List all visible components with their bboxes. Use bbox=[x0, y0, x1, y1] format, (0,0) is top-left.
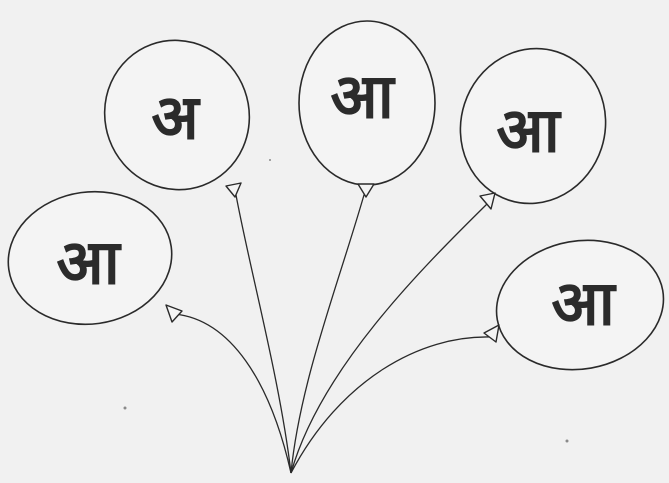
balloon-body bbox=[103, 39, 251, 191]
balloon-string bbox=[290, 202, 489, 474]
paper-speck bbox=[269, 159, 271, 161]
balloon: आ bbox=[298, 20, 436, 198]
balloon-string bbox=[174, 313, 292, 474]
balloon: आ bbox=[459, 47, 607, 210]
balloon: आ bbox=[483, 239, 665, 371]
balloon-knot bbox=[479, 192, 496, 210]
balloon-string bbox=[235, 194, 292, 474]
paper-speck bbox=[565, 439, 569, 443]
balloon-body bbox=[495, 239, 665, 371]
paper-speck bbox=[123, 406, 127, 410]
balloon-letter: आ bbox=[551, 267, 617, 340]
balloon-body bbox=[7, 190, 173, 326]
balloon-string bbox=[290, 336, 492, 474]
balloon-knot bbox=[483, 324, 500, 343]
balloon-letter: आ bbox=[56, 226, 122, 299]
balloon: आ bbox=[7, 190, 183, 326]
balloon-letter: आ bbox=[330, 60, 396, 133]
balloon-knot bbox=[165, 304, 183, 323]
balloon-body bbox=[459, 47, 607, 205]
balloon-knot bbox=[357, 183, 375, 198]
balloon-letter: आ bbox=[496, 94, 562, 167]
balloon: अ bbox=[103, 39, 251, 198]
balloon-string bbox=[290, 187, 367, 474]
balloon-knot bbox=[225, 182, 242, 198]
balloon-letter: अ bbox=[151, 81, 201, 154]
